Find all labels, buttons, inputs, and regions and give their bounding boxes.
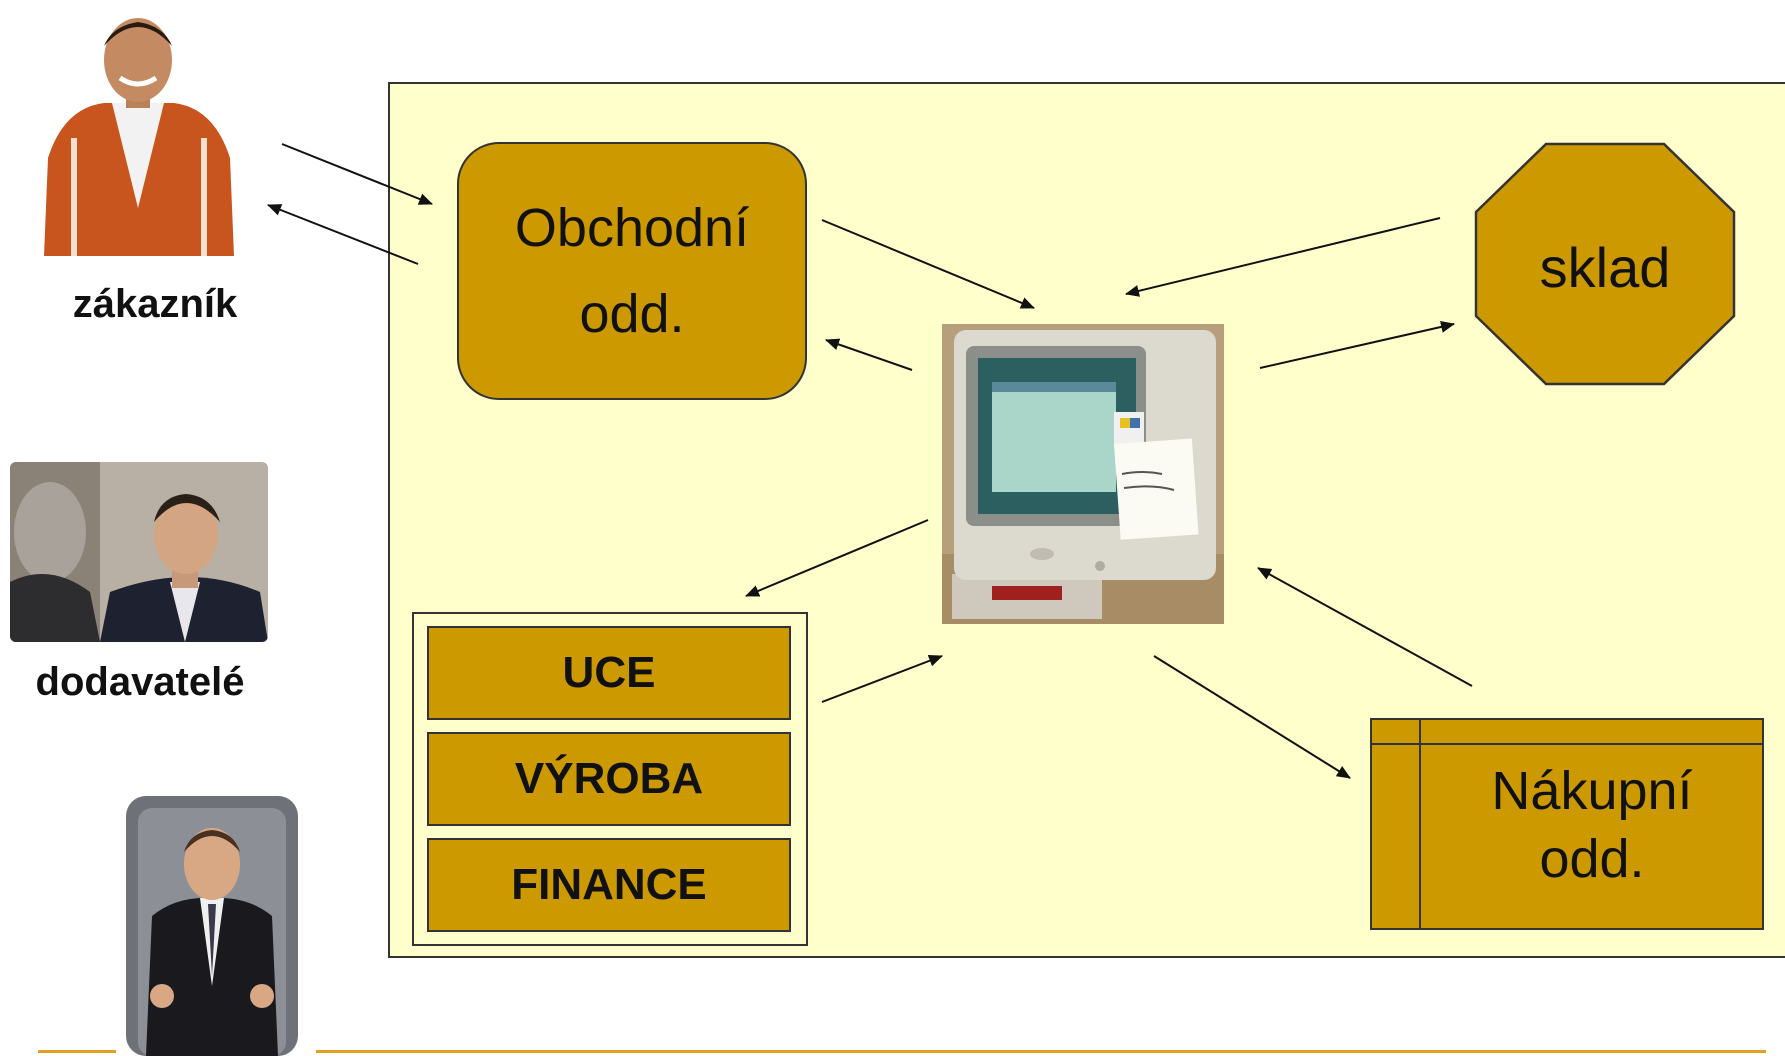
internal-department-vyroba: VÝROBA <box>427 732 791 826</box>
arrow-computer-to-purchasing <box>1153 655 1351 779</box>
arrow-customer-to-sales <box>281 143 433 205</box>
customer-caption: zákazník <box>72 282 238 326</box>
purchasing-department-label-line1: Nákupní <box>1491 761 1693 821</box>
supplier-photo <box>10 462 268 642</box>
arrow-sales-to-computer <box>821 219 1035 309</box>
arrow-computer-to-internal <box>745 519 929 597</box>
footer-line-left <box>38 1050 116 1053</box>
sales-department-box: Obchodní odd. <box>457 142 807 400</box>
sales-department-label-line1: Obchodní <box>514 197 750 258</box>
arrow-computer-to-warehouse <box>1259 321 1455 369</box>
manager-photo <box>116 786 308 1056</box>
arrow-sales-to-customer <box>267 204 419 265</box>
arrow-computer-to-sales <box>825 338 913 371</box>
warehouse-label: sklad <box>1539 236 1671 299</box>
purchasing-department-label-line2: odd. <box>1539 828 1645 889</box>
purchasing-department-box <box>1370 718 1764 930</box>
arrow-warehouse-to-computer <box>1125 217 1441 297</box>
sales-department-label-line2: odd. <box>579 284 685 344</box>
purchasing-box-dividers <box>1370 718 1764 930</box>
warehouse-octagon <box>1474 142 1736 386</box>
customer-photo <box>34 8 242 256</box>
footer-line-right <box>316 1050 1766 1053</box>
arrow-internal-to-computer <box>821 655 943 703</box>
internal-department-finance: FINANCE <box>427 838 791 932</box>
computer-photo <box>942 324 1224 624</box>
internal-department-uce: UCE <box>427 626 791 720</box>
supplier-caption: dodavatelé <box>35 660 245 704</box>
arrow-purchasing-to-computer <box>1257 567 1473 687</box>
purchasing-department-label: Nákupní odd. <box>1420 758 1764 893</box>
